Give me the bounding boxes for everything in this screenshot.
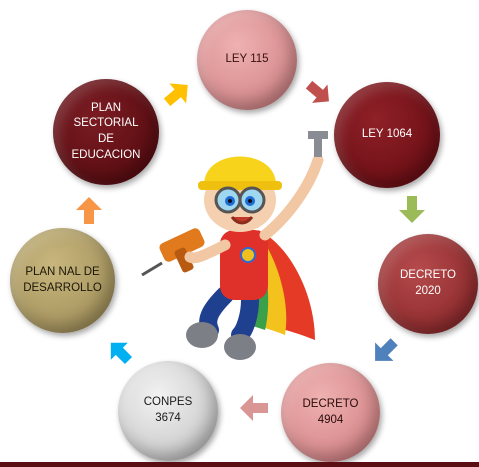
node-conpes-3674: CONPES 3674 [118, 361, 218, 461]
arrow-ley1064-to-decreto2020 [399, 196, 425, 223]
wrench-icon [308, 131, 328, 157]
arrow-decreto4904-to-conpes [240, 395, 268, 421]
arrow-plansectorial-to-ley115 [163, 83, 188, 107]
node-plan-sectorial-educacion: PLAN SECTORIAL DE EDUCACION [53, 79, 159, 185]
arrow-ley115-to-ley1064 [305, 80, 329, 103]
worker-kid-icon [141, 131, 328, 360]
node-decreto-4904: DECRETO 4904 [281, 363, 380, 462]
drill-icon [141, 228, 205, 277]
node-decreto-2020: DECRETO 2020 [378, 234, 478, 334]
node-ley-115: LEY 115 [197, 10, 297, 110]
arrow-conpes-to-plannal [110, 342, 133, 365]
node-ley-1064: LEY 1064 [334, 82, 440, 188]
arrow-decreto2020-to-decreto4904 [375, 338, 398, 361]
footer-bar [0, 462, 479, 467]
arrow-plannal-to-plansectorial [76, 197, 102, 224]
node-plan-nal-desarrollo: PLAN NAL DE DESARROLLO [10, 228, 115, 333]
